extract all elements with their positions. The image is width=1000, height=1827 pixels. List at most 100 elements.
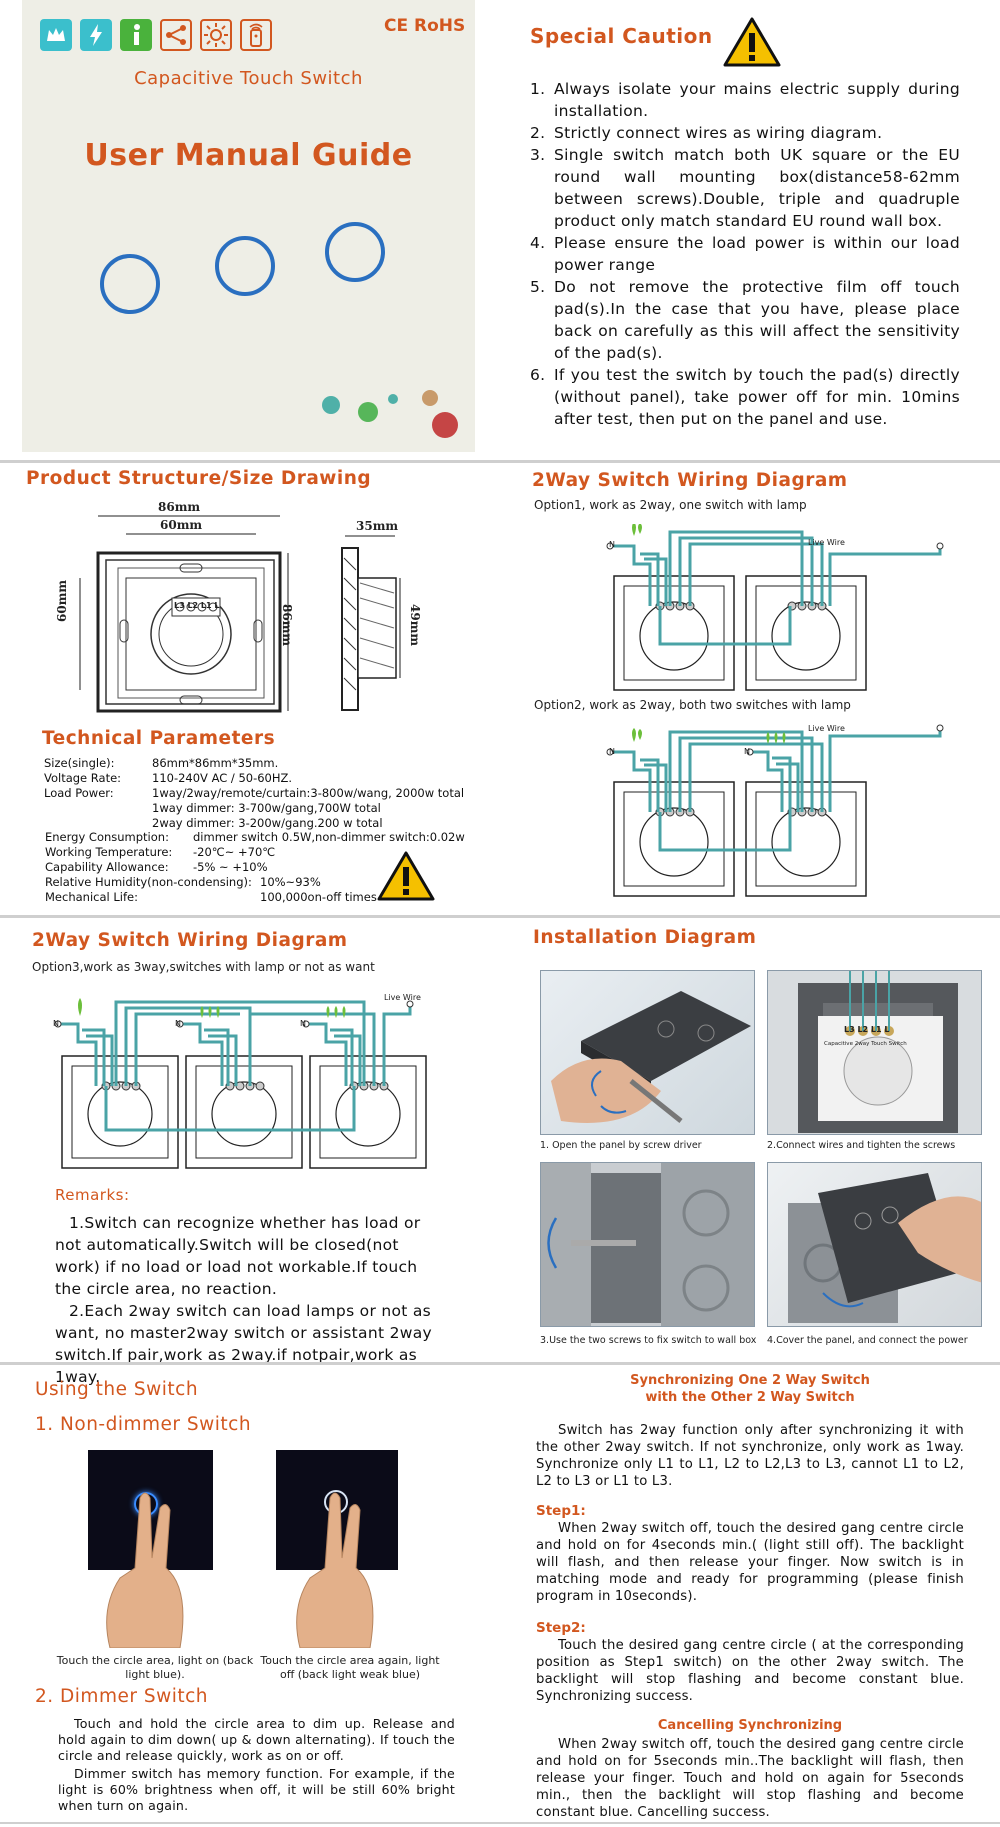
decor-dot (388, 394, 398, 404)
touch-ring (325, 222, 385, 282)
caution-item: 6.If you test the switch by touch the pa… (530, 366, 960, 428)
remark-2: 2.Each 2way switch can load lamps or not… (55, 1302, 432, 1386)
caption-light-on: Touch the circle area, light on (back li… (56, 1654, 254, 1681)
step1-text: When 2way switch off, touch the desired … (536, 1521, 964, 1604)
remarks-title: Remarks: (55, 1186, 130, 1204)
install-caption-4: 4.Cover the panel, and connect the power (767, 1335, 968, 1346)
dim-35: 35mm (356, 519, 399, 533)
option1-label: Option1, work as 2way, one switch with l… (534, 498, 807, 512)
nondimmer-title: 1. Non-dimmer Switch (35, 1414, 252, 1435)
install-terminals: L3 L2 L1 L (844, 1025, 890, 1034)
step1-title: Step1: (536, 1503, 586, 1519)
dimmer-title: 2. Dimmer Switch (35, 1686, 208, 1707)
tech-row: Size(single):86mm*86mm*35mm. (44, 756, 279, 770)
dim-49: 49mm (408, 604, 422, 647)
dim-86-height: 86mm (280, 604, 294, 647)
info-icon (120, 19, 152, 51)
section-divider (0, 1362, 1000, 1365)
tech-row: Voltage Rate:110-240V AC / 50-60HZ. (44, 771, 293, 785)
n-label: N (175, 1019, 181, 1028)
install-photo-1 (540, 970, 755, 1135)
cancel-text: When 2way switch off, touch the desired … (536, 1737, 964, 1820)
dimmer-paragraph-1: Touch and hold the circle area to dim up… (58, 1716, 455, 1763)
wiring-diagram-option2 (606, 724, 944, 897)
cover-panel: CE RoHS Capacitive Touch Switch User Man… (22, 0, 475, 452)
decor-dot (422, 390, 438, 406)
remark-1: 1.Switch can recognize whether has load … (55, 1214, 421, 1298)
install-title: Installation Diagram (533, 927, 757, 948)
using-title: Using the Switch (35, 1379, 199, 1400)
install-photo-3 (540, 1162, 755, 1327)
caption-light-off: Touch the circle area again, light off (… (260, 1654, 440, 1681)
cover-subtitle: Capacitive Touch Switch (134, 68, 363, 89)
sync-title-line-2: with the Other 2 Way Switch (645, 1390, 855, 1405)
terminal-labels: L3 L2 L1 L (174, 601, 220, 610)
live-wire-label: Live Wire (808, 538, 845, 547)
remote-icon (240, 19, 272, 51)
step2-text: Touch the desired gang centre circle ( a… (536, 1638, 964, 1704)
cover-title: User Manual Guide (84, 138, 413, 173)
sync-title: Synchronizing One 2 Way Switch with the … (535, 1372, 965, 1406)
size-drawing (79, 515, 401, 713)
install-caption-3: 3.Use the two screws to fix switch to wa… (540, 1335, 757, 1346)
caution-list: 1.Always isolate your mains electric sup… (530, 78, 960, 430)
sync-title-line-1: Synchronizing One 2 Way Switch (630, 1373, 870, 1388)
lightning-icon (80, 19, 112, 51)
live-wire-label: Live Wire (384, 993, 421, 1002)
warning-icon (723, 17, 781, 67)
decor-dot (358, 402, 378, 422)
n-label: N (609, 540, 615, 549)
ce-rohs-mark: CE RoHS (384, 16, 466, 36)
decor-dot (432, 412, 458, 438)
caution-item: 5.Do not remove the protective film off … (530, 278, 960, 362)
decor-dot (322, 396, 340, 414)
n-label: N (609, 747, 615, 756)
wiring2-title: 2Way Switch Wiring Diagram (532, 470, 848, 491)
install-caption-1: 1. Open the panel by screw driver (540, 1140, 702, 1151)
wiring-diagram-option3 (54, 998, 427, 1169)
tech-row: Mechanical Life:100,000on-off times (45, 890, 377, 904)
section-divider (0, 1822, 1000, 1824)
step2-title: Step2: (536, 1620, 586, 1636)
install-caption-2: 2.Connect wires and tighten the screws (767, 1140, 956, 1151)
tech-row: 2way dimmer: 3-200w/gang.200 w total (152, 816, 383, 830)
caution-title: Special Caution (530, 24, 713, 48)
n-label: N (300, 1019, 306, 1028)
dim-60-height: 60mm (55, 579, 69, 622)
dimmer-paragraph-2: Dimmer switch has memory function. For e… (58, 1766, 455, 1813)
dim-86-width: 86mm (158, 500, 201, 514)
caution-item: 1.Always isolate your mains electric sup… (530, 80, 960, 120)
touch-ring (215, 236, 275, 296)
install-label-header: Capacitive 2way Touch Switch (824, 1041, 907, 1047)
n-label: N (744, 747, 750, 756)
section-divider (0, 460, 1000, 463)
finger-illustration (106, 1492, 184, 1648)
tech-row: Capability Allowance:-5% ~ +10% (45, 860, 268, 874)
tech-row: Energy Consumption:dimmer switch 0.5W,no… (45, 830, 465, 844)
install-photo-4 (767, 1162, 982, 1327)
tech-table-2: Energy Consumption:dimmer switch 0.5W,no… (45, 830, 465, 905)
tech-row: 1way dimmer: 3-700w/gang,700W total (152, 801, 381, 815)
finger-illustration (296, 1492, 374, 1648)
crown-icon (40, 19, 72, 51)
structure-title: Product Structure/Size Drawing (26, 468, 372, 489)
tech-row: Relative Humidity(non-condensing):10%~93… (45, 875, 321, 889)
caution-item: 3.Single switch match both UK square or … (530, 146, 960, 230)
tech-row: Working Temperature:-20℃~ +70℃ (45, 845, 276, 859)
dim-60-width: 60mm (160, 518, 203, 532)
n-label: N (53, 1019, 59, 1028)
touch-ring (100, 254, 160, 314)
wiring-diagram-option1 (606, 524, 944, 691)
caution-item: 4.Please ensure the load power is within… (530, 234, 960, 274)
sync-intro: Switch has 2way function only after sync… (536, 1423, 964, 1489)
sun-icon (200, 19, 232, 51)
tech-table: Size(single):86mm*86mm*35mm. Voltage Rat… (44, 756, 464, 831)
option2-label: Option2, work as 2way, both two switches… (534, 698, 851, 712)
share-icon (160, 19, 192, 51)
caution-item: 2.Strictly connect wires as wiring diagr… (530, 124, 883, 142)
warning-icon (377, 851, 435, 901)
live-wire-label: Live Wire (808, 724, 845, 733)
install-photo-2 (767, 970, 982, 1135)
option3-label: Option3,work as 3way,switches with lamp … (32, 960, 375, 974)
tech-row: Load Power:1way/2way/remote/curtain:3-80… (44, 786, 465, 800)
